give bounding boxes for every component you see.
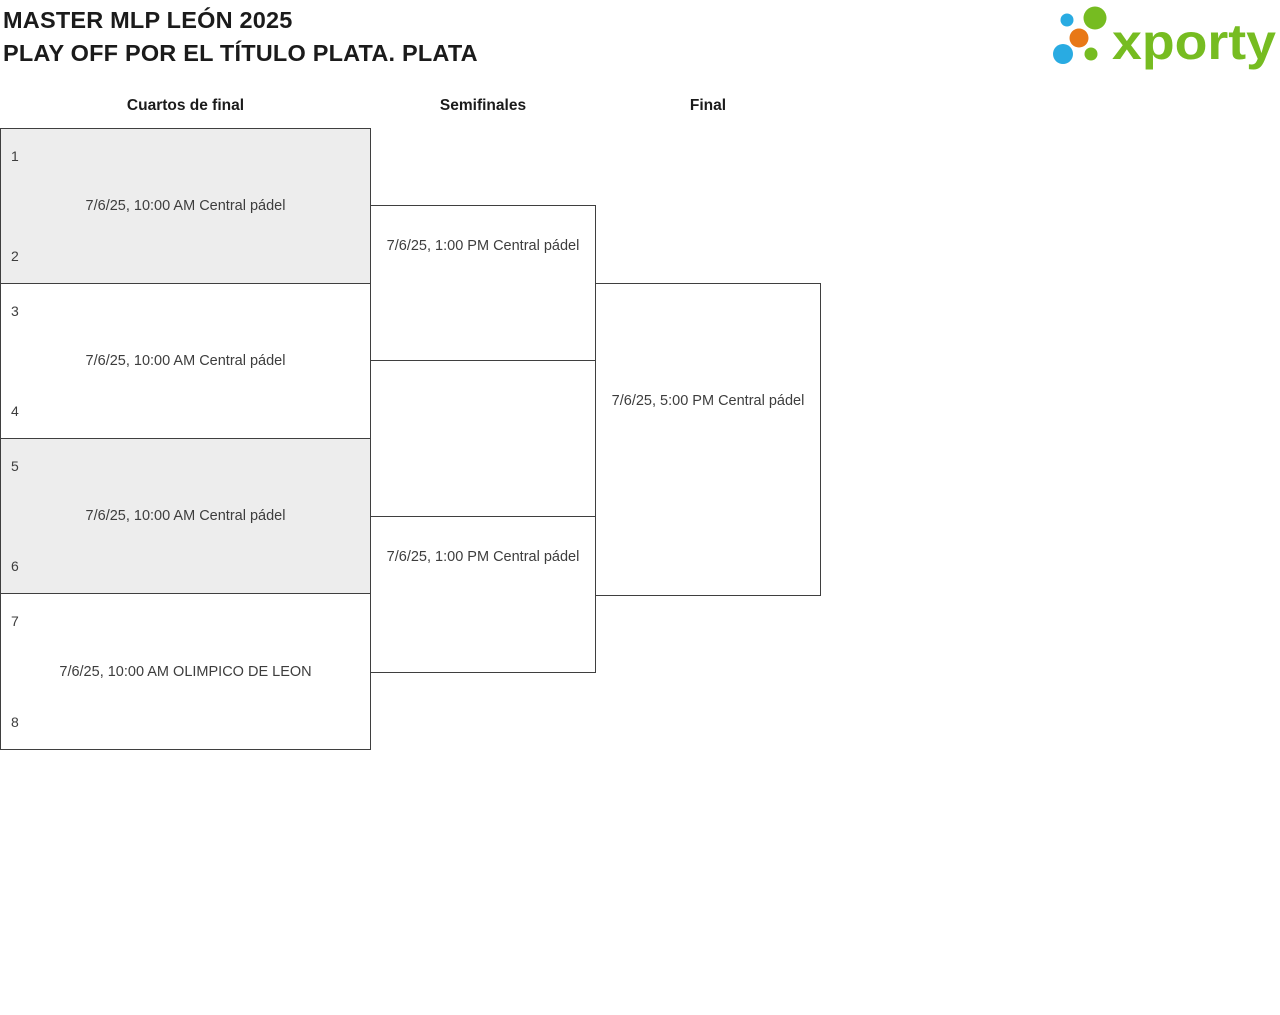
seed-number: 5 <box>11 458 19 474</box>
logo-dot-blue-small <box>1060 13 1074 27</box>
seed-number: 3 <box>11 303 19 319</box>
match-box-sf1[interactable]: 7/6/25, 1:00 PM Central pádel <box>370 205 596 361</box>
logo-dot-blue-large <box>1053 44 1073 64</box>
seed-number: 7 <box>11 613 19 629</box>
match-box-qf2[interactable]: 3 4 7/6/25, 10:00 AM Central pádel <box>0 283 371 439</box>
logo-dot-orange <box>1069 28 1089 48</box>
round-header-semifinals: Semifinales <box>439 97 527 114</box>
match-info: 7/6/25, 5:00 PM Central pádel <box>611 393 805 409</box>
match-box-sf2[interactable]: 7/6/25, 1:00 PM Central pádel <box>370 516 596 673</box>
seed-number: 8 <box>11 714 19 730</box>
page-title-line2: PLAY OFF POR EL TÍTULO PLATA. PLATA <box>3 40 478 66</box>
match-info: 7/6/25, 1:00 PM Central pádel <box>386 238 580 254</box>
logo-wordmark: xporty <box>1112 14 1276 70</box>
seed-number: 1 <box>11 148 19 164</box>
xporty-logo-graphic: xporty <box>1053 6 1276 70</box>
round-header-final: Final <box>689 97 727 114</box>
seed-number: 6 <box>11 558 19 574</box>
match-info: 7/6/25, 10:00 AM Central pádel <box>85 508 286 524</box>
logo-dot-green-small <box>1084 47 1098 61</box>
match-info: 7/6/25, 10:00 AM Central pádel <box>85 198 286 214</box>
round-header-quarterfinals: Cuartos de final <box>126 97 245 114</box>
match-info: 7/6/25, 10:00 AM Central pádel <box>85 353 286 369</box>
match-info: 7/6/25, 1:00 PM Central pádel <box>386 549 580 565</box>
xporty-logo: xporty <box>1048 2 1280 72</box>
match-box-final[interactable]: 7/6/25, 5:00 PM Central pádel <box>595 283 821 596</box>
page-title: MASTER MLP LEÓN 2025 PLAY OFF POR EL TÍT… <box>3 4 478 70</box>
seed-number: 4 <box>11 403 19 419</box>
seed-number: 2 <box>11 248 19 264</box>
match-box-qf4[interactable]: 7 8 7/6/25, 10:00 AM OLIMPICO DE LEON <box>0 593 371 750</box>
match-box-qf1[interactable]: 1 2 7/6/25, 10:00 AM Central pádel <box>0 128 371 284</box>
page-title-line1: MASTER MLP LEÓN 2025 <box>3 7 293 33</box>
match-box-qf3[interactable]: 5 6 7/6/25, 10:00 AM Central pádel <box>0 438 371 594</box>
match-info: 7/6/25, 10:00 AM OLIMPICO DE LEON <box>59 663 312 680</box>
logo-dot-green-large <box>1083 6 1107 30</box>
